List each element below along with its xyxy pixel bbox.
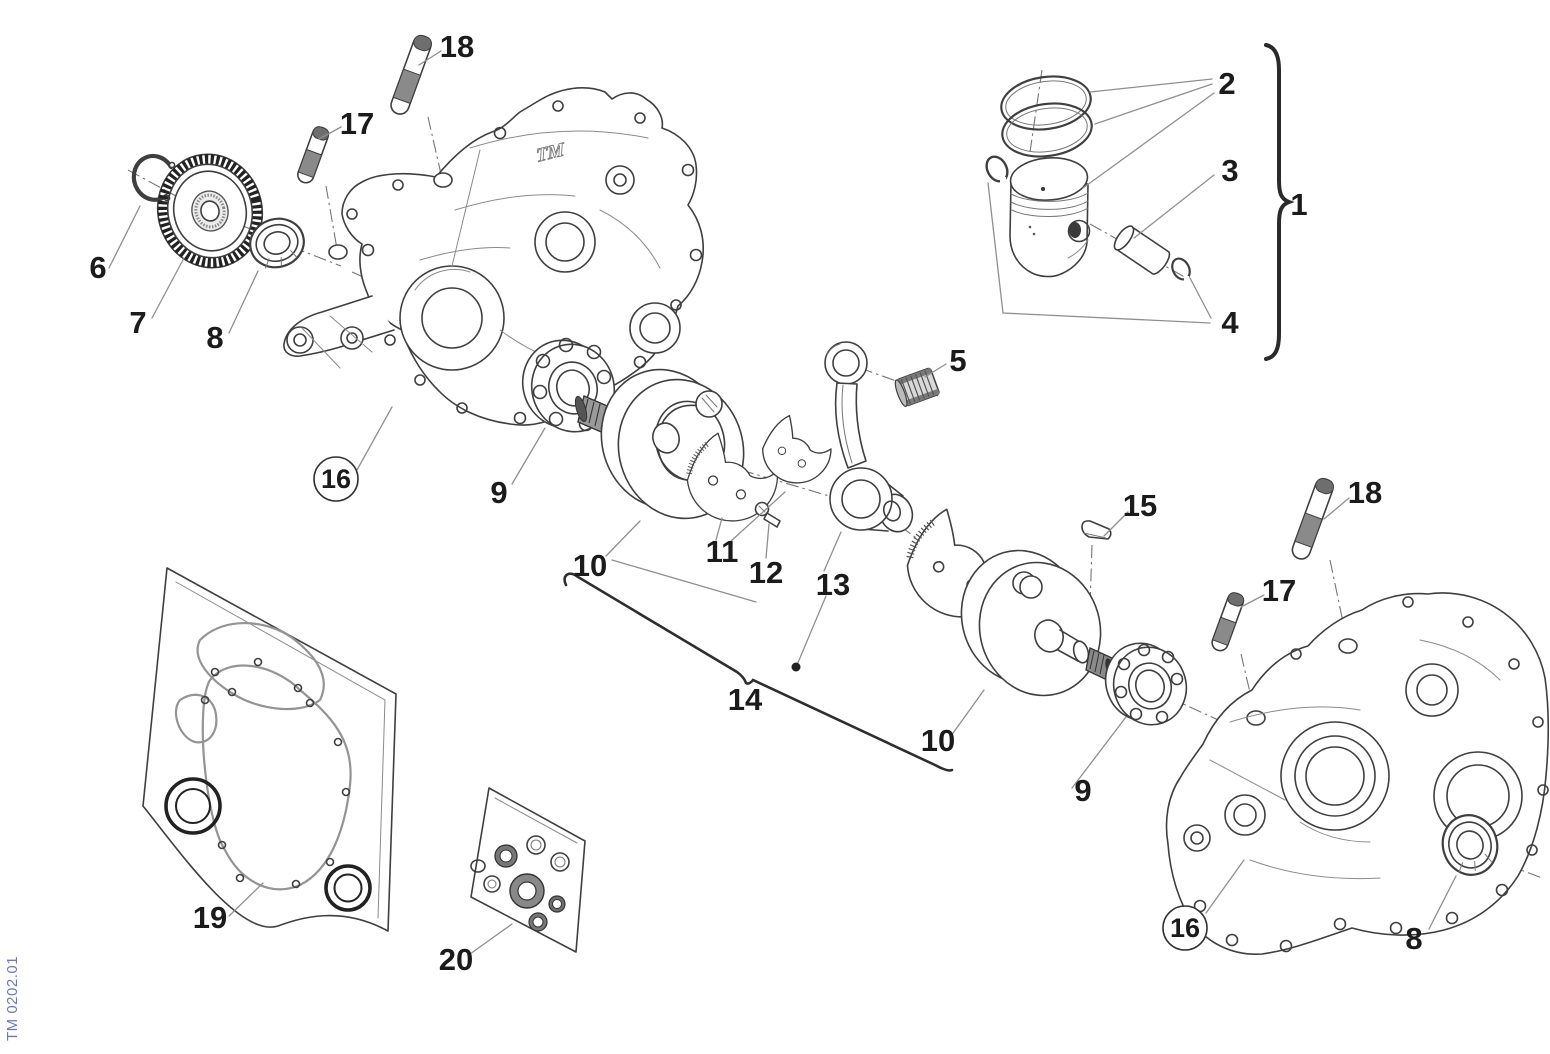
leader-dot-13 [791,662,801,672]
callout-10-left: 10 [573,548,607,583]
callout-3: 3 [1221,153,1238,188]
wrist-pin-3 [1113,225,1171,275]
callout-7: 7 [129,305,146,340]
circlip-4-right [1171,257,1191,281]
callout-16-left: 16 [313,456,359,502]
stud-17-right [1211,592,1245,652]
callout-11: 11 [706,534,739,569]
balance-washer-11b [755,410,839,491]
stud-18-left [390,34,433,115]
oil-seal-8-left [249,217,305,269]
assembly-bracket-14 [563,572,954,772]
callout-labels: 1 2 3 4 5 6 7 8 8 9 9 10 10 11 12 13 14 … [89,29,1422,977]
callout-17-left: 17 [340,106,374,141]
connecting-rod-13 [824,341,914,533]
seal-kit-20 [470,787,586,953]
callout-18-left: 18 [440,29,474,64]
stud-18-right [1291,477,1335,560]
callout-17-right: 17 [1262,573,1296,608]
stud-17-left [297,126,330,184]
watermark-code: TM 0202.01 [4,956,21,1041]
callout-15: 15 [1123,488,1157,523]
leader-lines [108,50,1457,955]
piston-rings-2 [1000,75,1093,158]
crank-half-10-right [960,549,1115,697]
left-crankcase-half: TM [283,87,704,426]
gasket-set-19 [142,567,397,932]
callout-10-right: 10 [921,723,955,758]
piston-1 [1009,157,1091,278]
callout-16-right: 16 [1162,905,1208,951]
woodruff-key-15 [1081,520,1112,540]
callout-20: 20 [439,942,473,977]
callout-9-right: 9 [1074,773,1091,808]
callout-8-right: 8 [1405,921,1422,956]
needle-bearing-5 [894,367,940,407]
callout-14: 14 [728,682,763,717]
callout-4: 4 [1221,305,1239,340]
svg-text:16: 16 [321,464,351,494]
main-bearing-9-right [1104,642,1188,726]
oil-seal-8-right [1441,814,1499,876]
callout-19: 19 [193,900,227,935]
assembly-brace-1 [1264,43,1295,361]
primary-gear-7 [156,153,264,269]
callout-18-right: 18 [1348,475,1382,510]
circlip-4-left [985,155,1009,183]
callout-13: 13 [816,567,850,602]
callout-2: 2 [1218,66,1235,101]
screw-12 [754,501,781,528]
balance-washer-11a [681,429,784,528]
callout-6: 6 [89,250,106,285]
callout-5: 5 [949,343,966,378]
svg-text:16: 16 [1170,913,1200,943]
callout-8-left: 8 [206,320,223,355]
callout-1: 1 [1290,187,1307,222]
callout-12: 12 [749,555,783,590]
callout-9-left: 9 [490,475,507,510]
